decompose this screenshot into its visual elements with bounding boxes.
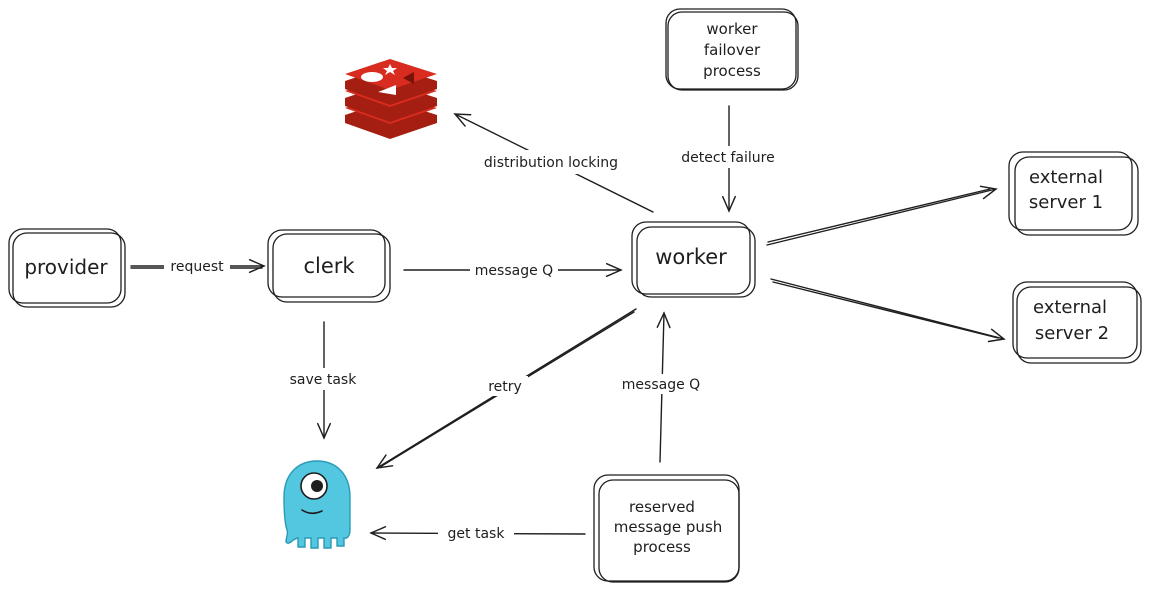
worker-label: worker <box>655 245 727 269</box>
worker-failover-label-line1: worker <box>706 20 758 38</box>
message-q-clerk-label: message Q <box>475 263 553 279</box>
distribution-locking-label: distribution locking <box>484 155 618 171</box>
message-q-reserved-label: message Q <box>622 377 700 393</box>
save-task-label: save task <box>290 372 358 388</box>
edge-get-task: get task <box>369 523 586 543</box>
reserved-push-label-line1: reserved <box>629 498 695 516</box>
edge-detect-failure: detect failure <box>670 105 786 213</box>
worker-failover-process-node: worker failover process <box>665 8 799 91</box>
request-label: request <box>170 259 224 275</box>
retry-label: retry <box>488 379 522 395</box>
external-server-1-label-line1: external <box>1029 167 1103 188</box>
edge-save-task: save task <box>280 321 366 440</box>
detect-failure-label: detect failure <box>681 150 774 166</box>
edge-worker-external-2 <box>770 278 1006 343</box>
edge-request: request <box>130 256 266 276</box>
edge-message-q-clerk-worker: message Q <box>403 260 623 280</box>
get-task-label: get task <box>448 526 506 542</box>
external-server-2-node: external server 2 <box>1012 281 1142 364</box>
external-server-1-node: external server 1 <box>1008 151 1139 236</box>
reserved-push-label-line3: process <box>633 538 691 556</box>
external-server-1-label-line2: server 1 <box>1029 192 1103 213</box>
worker-node: worker <box>631 221 756 298</box>
worker-failover-label-line2: failover <box>704 41 761 59</box>
redis-logo-icon <box>345 59 437 139</box>
clerk-node: clerk <box>267 229 391 303</box>
worker-failover-label-line3: process <box>703 62 761 80</box>
external-server-2-label-line2: server 2 <box>1035 323 1109 344</box>
provider-node: provider <box>8 228 126 308</box>
reserved-push-label-line2: message push <box>614 518 723 536</box>
provider-label: provider <box>24 255 108 279</box>
scylladb-monster-icon <box>283 460 351 549</box>
reserved-message-push-process-node: reserved message push process <box>593 474 740 583</box>
clerk-label: clerk <box>303 254 355 278</box>
edge-distribution-locking: distribution locking <box>453 113 654 213</box>
external-server-2-label-line1: external <box>1033 297 1107 318</box>
edge-message-q-reserved-worker: message Q <box>616 311 706 463</box>
edge-worker-external-1 <box>766 185 998 246</box>
edge-retry: retry <box>375 308 637 469</box>
